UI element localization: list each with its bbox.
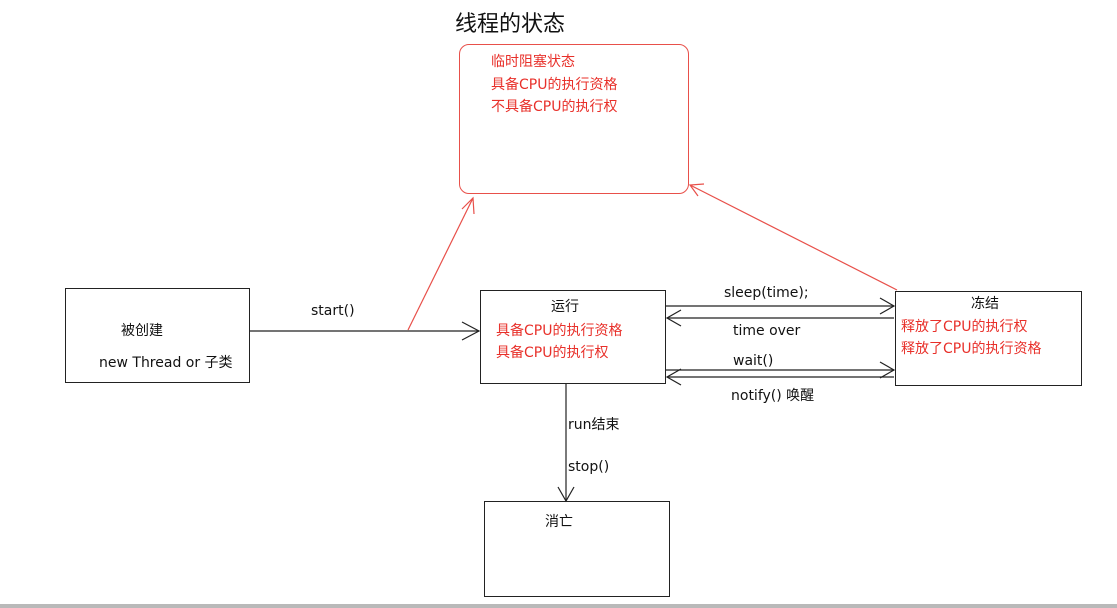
label-start: start() (311, 303, 355, 319)
running-line-2: 具备CPU的执行权 (496, 345, 609, 361)
running-label: 运行 (551, 299, 579, 315)
arrow-wait (666, 361, 896, 379)
arrow-frozen-to-blocked (688, 183, 898, 291)
arrow-to-blocked (407, 196, 475, 331)
created-label: 被创建 (121, 323, 163, 339)
blocked-line-1: 临时阻塞状态 (491, 54, 575, 70)
label-time-over: time over (733, 323, 801, 339)
arrow-to-dead (557, 384, 575, 503)
label-sleep: sleep(time); (724, 285, 809, 301)
state-frozen-box (895, 291, 1082, 386)
blocked-line-2: 具备CPU的执行资格 (491, 77, 618, 93)
state-running-box (480, 290, 666, 384)
dead-label: 消亡 (545, 514, 573, 530)
state-blocked-box (459, 44, 689, 194)
diagram-title: 线程的状态 (455, 12, 566, 37)
arrow-sleep (666, 297, 896, 315)
frozen-label: 冻结 (971, 296, 999, 312)
blocked-line-3: 不具备CPU的执行权 (491, 99, 618, 115)
bottom-scroll-edge (0, 604, 1117, 608)
state-created-box (65, 288, 250, 383)
label-run-end: run结束 (568, 417, 620, 433)
arrow-notify (665, 368, 894, 386)
frozen-line-2: 释放了CPU的执行资格 (901, 341, 1042, 357)
label-stop: stop() (568, 459, 610, 475)
frozen-line-1: 释放了CPU的执行权 (901, 319, 1028, 335)
arrow-time-over (665, 309, 894, 327)
arrow-start (250, 321, 481, 341)
created-sublabel: new Thread or 子类 (99, 355, 233, 371)
state-dead-box (484, 501, 670, 597)
label-wait: wait() (733, 353, 774, 369)
label-notify: notify() 唤醒 (731, 388, 815, 404)
running-line-1: 具备CPU的执行资格 (496, 323, 623, 339)
